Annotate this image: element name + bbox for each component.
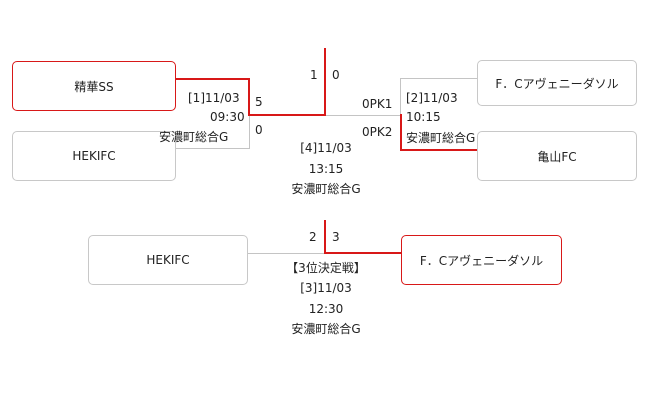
bracket-line-sf1-top xyxy=(176,78,249,80)
bracket-line-3rd-left xyxy=(248,253,325,254)
score: 5 xyxy=(255,95,263,109)
team-box-avenida[interactable]: F．Cアヴェニーダソル xyxy=(477,60,637,106)
match-number: [3]11/03 xyxy=(300,281,352,295)
bracket-line-sf1-vertical-red xyxy=(248,78,250,116)
bracket-line-final-right xyxy=(325,115,401,116)
team-box-3rd-avenida[interactable]: F．Cアヴェニーダソル xyxy=(401,235,562,285)
score: 2 xyxy=(309,230,317,244)
score: 0 xyxy=(332,68,340,82)
bracket-line-sf1-vertical-gray xyxy=(249,116,250,149)
match-time: 10:15 xyxy=(406,110,441,124)
match-venue: 安濃町総合G xyxy=(406,131,476,145)
bracket-line-sf2-top xyxy=(401,78,477,79)
bracket-line-3rd-vertical xyxy=(324,220,326,254)
bracket-line-sf2-vertical-gray xyxy=(400,78,401,115)
match-number: [4]11/03 xyxy=(300,141,352,155)
match-time: 09:30 xyxy=(210,110,245,124)
team-box-seika[interactable]: 精華SS xyxy=(12,61,176,111)
match-time: 13:15 xyxy=(308,162,344,176)
match-venue: 安濃町総合G xyxy=(159,130,229,144)
team-name: F．Cアヴェニーダソル xyxy=(495,76,619,91)
team-name: F．Cアヴェニーダソル xyxy=(419,253,544,268)
match-time: 12:30 xyxy=(308,302,344,316)
bracket-line-final-winner xyxy=(324,48,326,116)
score: 0PK1 xyxy=(362,97,393,111)
match-number: [1]11/03 xyxy=(188,91,240,105)
score: 0 xyxy=(255,123,263,137)
bracket-line-sf2-bottom xyxy=(400,149,477,151)
score: 0PK2 xyxy=(362,125,393,139)
match-title: 【3位決定戦】 xyxy=(286,261,366,275)
match-number: [2]11/03 xyxy=(406,91,458,105)
team-name: 亀山FC xyxy=(537,149,577,164)
bracket-line-sf2-vertical-red xyxy=(400,114,402,150)
team-name: 精華SS xyxy=(74,79,114,94)
bracket-line-sf1-bottom xyxy=(176,148,250,149)
bracket-line-final-left xyxy=(249,114,325,116)
team-name: HEKIFC xyxy=(72,149,116,163)
match-venue: 安濃町総合G xyxy=(291,182,361,196)
match-venue: 安濃町総合G xyxy=(291,322,361,336)
team-box-kameyama[interactable]: 亀山FC xyxy=(477,131,637,181)
score: 1 xyxy=(310,68,318,82)
bracket-line-3rd-right xyxy=(325,252,401,254)
team-box-3rd-hekifc[interactable]: HEKIFC xyxy=(88,235,248,285)
team-box-hekifc[interactable]: HEKIFC xyxy=(12,131,176,181)
score: 3 xyxy=(332,230,340,244)
team-name: HEKIFC xyxy=(146,253,190,267)
